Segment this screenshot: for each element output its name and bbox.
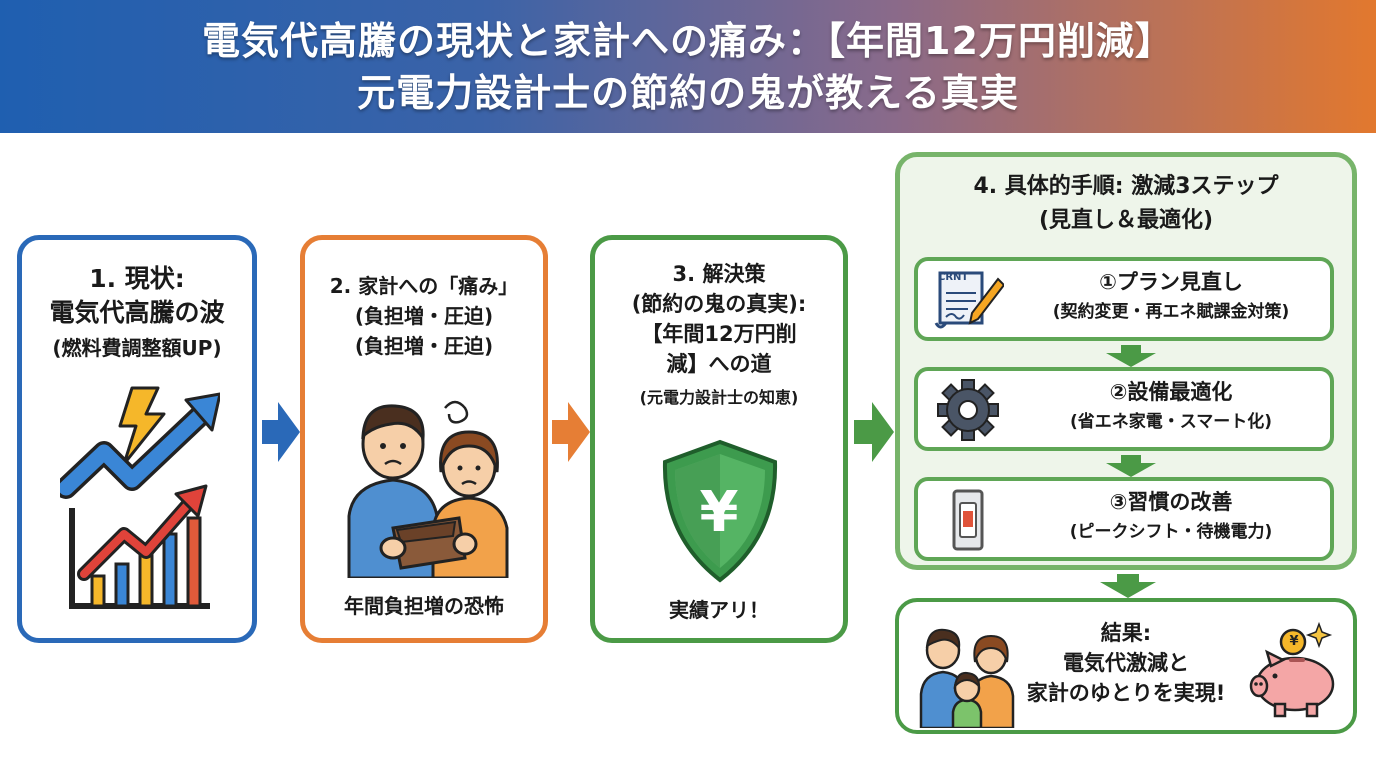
gear-icon — [937, 379, 999, 441]
panel3-line3: 【年間12万円削 — [641, 322, 797, 346]
step3-detail: (ピークシフト・待機電力) — [1069, 522, 1273, 542]
panel-result: 結果: 電気代激減と 家計のゆとりを実現! ¥ — [895, 598, 1357, 734]
worried-couple-illustration — [347, 400, 509, 578]
panel2-caption: 年間負担増の恐怖 — [344, 594, 504, 618]
panel3-line2: (節約の鬼の真実): — [631, 292, 807, 316]
result-title: 結果: — [1100, 621, 1152, 645]
panel3-note: (元電力設計士の知恵) — [639, 388, 799, 407]
panel4-title: 4. 具体的手順: 激減3ステップ — [973, 174, 1279, 199]
panel1-title: 1. 現状: — [89, 264, 185, 293]
step-arrow-2 — [1106, 455, 1156, 477]
light-switch-icon — [952, 489, 984, 551]
header-banner: 電気代高騰の現状と家計への痛み：【年間12万円削減】 元電力設計士の節約の鬼が教… — [0, 0, 1376, 133]
step1-label: ①プラン見直し — [1099, 270, 1243, 294]
document-label: CRNT — [938, 272, 969, 283]
flow-arrow-3 — [854, 402, 894, 462]
flow-arrow-1 — [262, 402, 300, 462]
panel-household-pain: 2. 家計への「痛み」 (負担増・圧迫) (負担増・圧迫) 年間負担増の恐怖 — [300, 235, 548, 643]
panel-solution: 3. 解決策 (節約の鬼の真実): 【年間12万円削 減】への道 (元電力設計士… — [590, 235, 848, 643]
step-habit-improvement: ③習慣の改善 (ピークシフト・待機電力) — [914, 477, 1334, 561]
family-illustration — [919, 628, 1015, 728]
yen-symbol: ¥ — [699, 480, 739, 545]
panel2-line3: (負担増・圧迫) — [354, 334, 494, 358]
panel3-caption: 実績アリ！ — [669, 598, 769, 622]
panel-current-situation: 1. 現状: 電気代高騰の波 (燃料費調整額UP) — [17, 235, 257, 643]
panel-concrete-steps: 4. 具体的手順: 激減3ステップ (見直し＆最適化) CRNT ①プラン見直し… — [895, 152, 1357, 570]
result-line3: 家計のゆとりを実現! — [1026, 681, 1226, 705]
step3-label: ③習慣の改善 — [1109, 490, 1233, 514]
rising-chart-icon — [60, 386, 220, 609]
step-equipment-optimization: ②設備最適化 (省エネ家電・スマート化) — [914, 367, 1334, 451]
lightning-icon — [118, 386, 166, 466]
step-plan-review: CRNT ①プラン見直し (契約変更・再エネ賦課金対策) — [914, 257, 1334, 341]
header-title-line1: 電気代高騰の現状と家計への痛み：【年間12万円削減】 — [202, 18, 1174, 63]
panel2-title: 2. 家計への「痛み」 — [329, 274, 519, 298]
flow-arrow-4 — [1100, 574, 1156, 598]
result-line2: 電気代激減と — [1063, 651, 1189, 675]
panel1-note: (燃料費調整額UP) — [52, 336, 222, 360]
panel2-line2: (負担増・圧迫) — [354, 304, 494, 328]
panel3-line4: 減】への道 — [666, 352, 772, 376]
panel4-subtitle: (見直し＆最適化) — [1038, 208, 1214, 233]
step2-label: ②設備最適化 — [1109, 380, 1233, 404]
step-arrow-1 — [1106, 345, 1156, 367]
flow-arrow-2 — [552, 402, 590, 462]
panel3-title: 3. 解決策 — [672, 262, 766, 286]
header-title-line2: 元電力設計士の節約の鬼が教える真実 — [357, 70, 1019, 115]
coin-yen-symbol: ¥ — [1289, 634, 1299, 649]
step2-detail: (省エネ家電・スマート化) — [1069, 412, 1273, 432]
contract-document-icon — [934, 271, 1004, 329]
step1-detail: (契約変更・再エネ賦課金対策) — [1052, 302, 1290, 322]
piggy-bank-icon — [1249, 621, 1335, 718]
panel1-subtitle: 電気代高騰の波 — [49, 298, 225, 327]
yen-shield-icon — [662, 439, 778, 583]
